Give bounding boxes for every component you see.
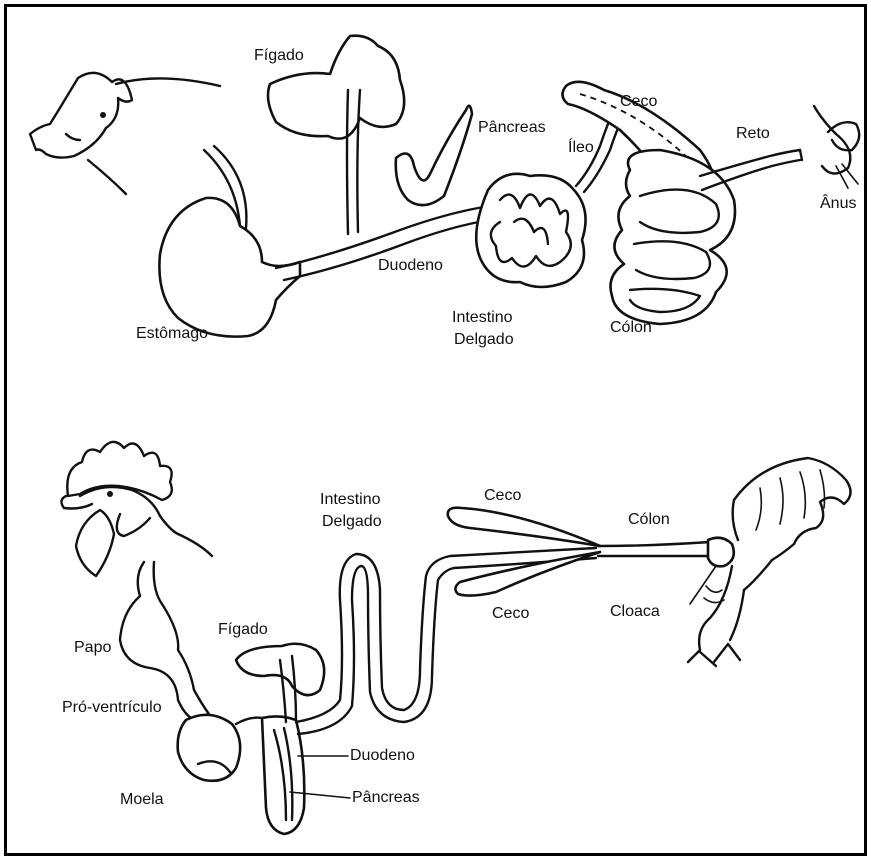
diagram-canvas: Fígado Pâncreas Ceco Íleo Reto Ânus Duod… — [0, 0, 871, 860]
label-leader-lines — [0, 0, 871, 860]
